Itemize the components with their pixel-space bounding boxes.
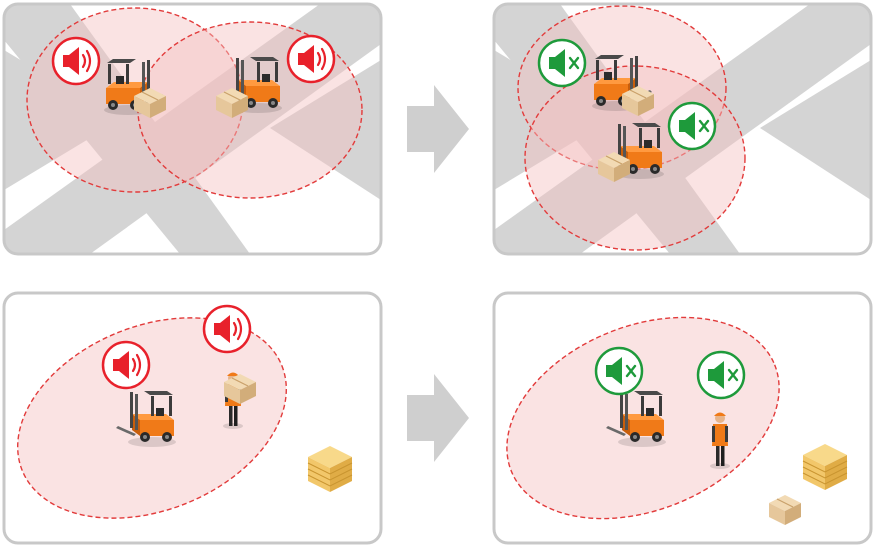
speaker-alarm-icon — [101, 340, 151, 390]
panel-bottom-right — [492, 291, 873, 545]
speaker-muted-icon — [537, 38, 587, 88]
speaker-alarm-icon — [202, 304, 252, 354]
arrow-right-icon — [407, 374, 469, 462]
speaker-muted-icon — [667, 101, 717, 151]
speaker-alarm-icon — [286, 34, 336, 84]
speaker-muted-icon — [594, 346, 644, 396]
speaker-muted-icon — [696, 350, 746, 400]
speaker-alarm-icon — [51, 36, 101, 86]
arrow-right-icon — [407, 85, 469, 173]
panel-bottom-left — [2, 291, 383, 545]
panel-top-left — [2, 2, 383, 256]
panel-top-right — [492, 2, 873, 256]
